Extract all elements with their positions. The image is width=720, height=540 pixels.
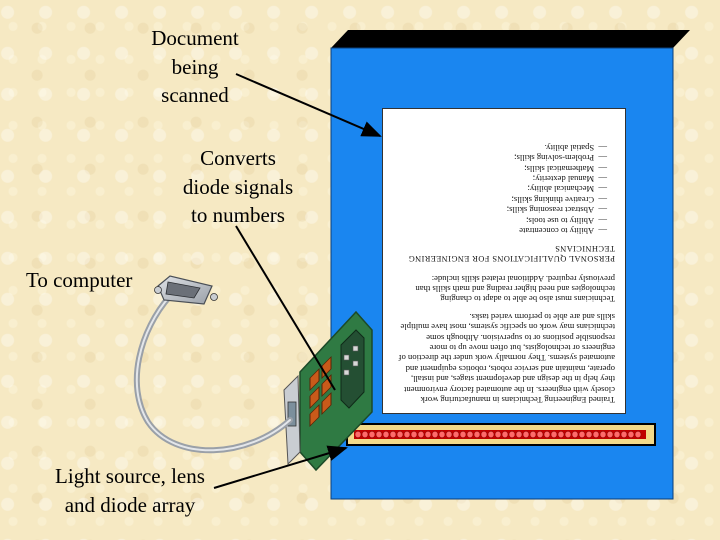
serial-connector (154, 275, 218, 305)
document-pointer-arrow (235, 73, 382, 137)
list-item: Creative thinking skills; (395, 195, 607, 205)
label-converts-diode-signals: Converts diode signals to numbers (182, 146, 294, 227)
list-item: Manual dexterity; (395, 174, 607, 184)
label-light-source-lens-diode-array: Light source, lens and diode array (55, 464, 205, 517)
label-to-computer: To computer (26, 268, 133, 292)
list-item: Abstract reasoning skills; (395, 205, 607, 215)
interface-card (283, 310, 373, 472)
document-paragraph-2: Technicians must also be able to adapt t… (415, 273, 615, 305)
document-paragraph-1: Trained Engineering Technicians in manuf… (398, 311, 615, 405)
list-item: Mathematical skills; (395, 163, 607, 174)
list-item: Mechanical ability; (395, 184, 607, 195)
list-item: Spatial ability. (395, 142, 607, 153)
light-source-pointer-arrow (213, 445, 348, 489)
scanned-document: Trained Engineering Technicians in manuf… (382, 108, 626, 414)
list-item: Ability to concentrate (395, 226, 607, 236)
cable (133, 293, 293, 454)
document-text-mirrored: Trained Engineering Technicians in manuf… (383, 109, 625, 413)
list-item: Ability to use tools; (395, 215, 607, 226)
converts-pointer-line (235, 225, 336, 391)
document-heading: PERSONAL QUALIFICATIONS FOR ENGINEERING … (408, 244, 615, 264)
skills-list: Ability to concentrate Ability to use to… (395, 142, 615, 236)
diode-array-strip (346, 423, 656, 446)
list-item: Problem-solving skills; (395, 153, 607, 163)
label-document-being-scanned: Document being scanned (151, 26, 239, 107)
scanner-lid-top (331, 30, 690, 48)
